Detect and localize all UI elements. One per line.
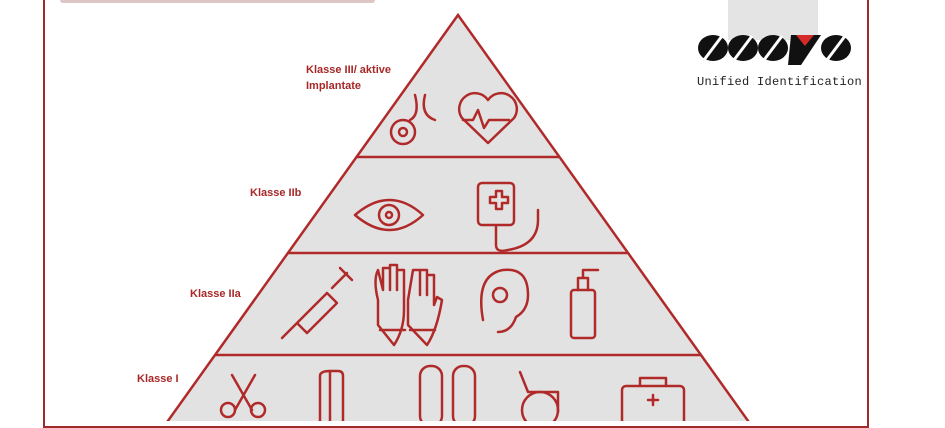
title-cut-off (60, 0, 375, 3)
eye-icon (353, 198, 425, 232)
pyramid-shape (166, 12, 750, 421)
scissors-icon (219, 373, 267, 419)
syringe-icon (280, 266, 354, 340)
hearing-aid-icon (479, 268, 530, 334)
walker-icon (318, 369, 345, 421)
first-aid-kit-icon (620, 376, 686, 421)
gloves-icon (374, 263, 444, 347)
iv-bag-icon (476, 181, 540, 253)
dispenser-bottle-icon (569, 268, 600, 340)
logo-background (728, 0, 818, 40)
breast-implant-icon (389, 93, 437, 146)
level-label-class-iii: Klasse III/ aktive Implantate (306, 64, 391, 92)
level-label-class-iia: Klasse IIa (190, 288, 241, 300)
wheelchair-icon (518, 370, 560, 421)
level-label-class-i: Klasse I (137, 373, 179, 385)
level-label-class-iib: Klasse IIb (250, 187, 302, 199)
logo-tagline: Unified Identification (697, 75, 863, 89)
bandage-icon (418, 364, 477, 421)
heart-pulse-icon (457, 91, 519, 145)
cosys-logo (698, 35, 851, 65)
